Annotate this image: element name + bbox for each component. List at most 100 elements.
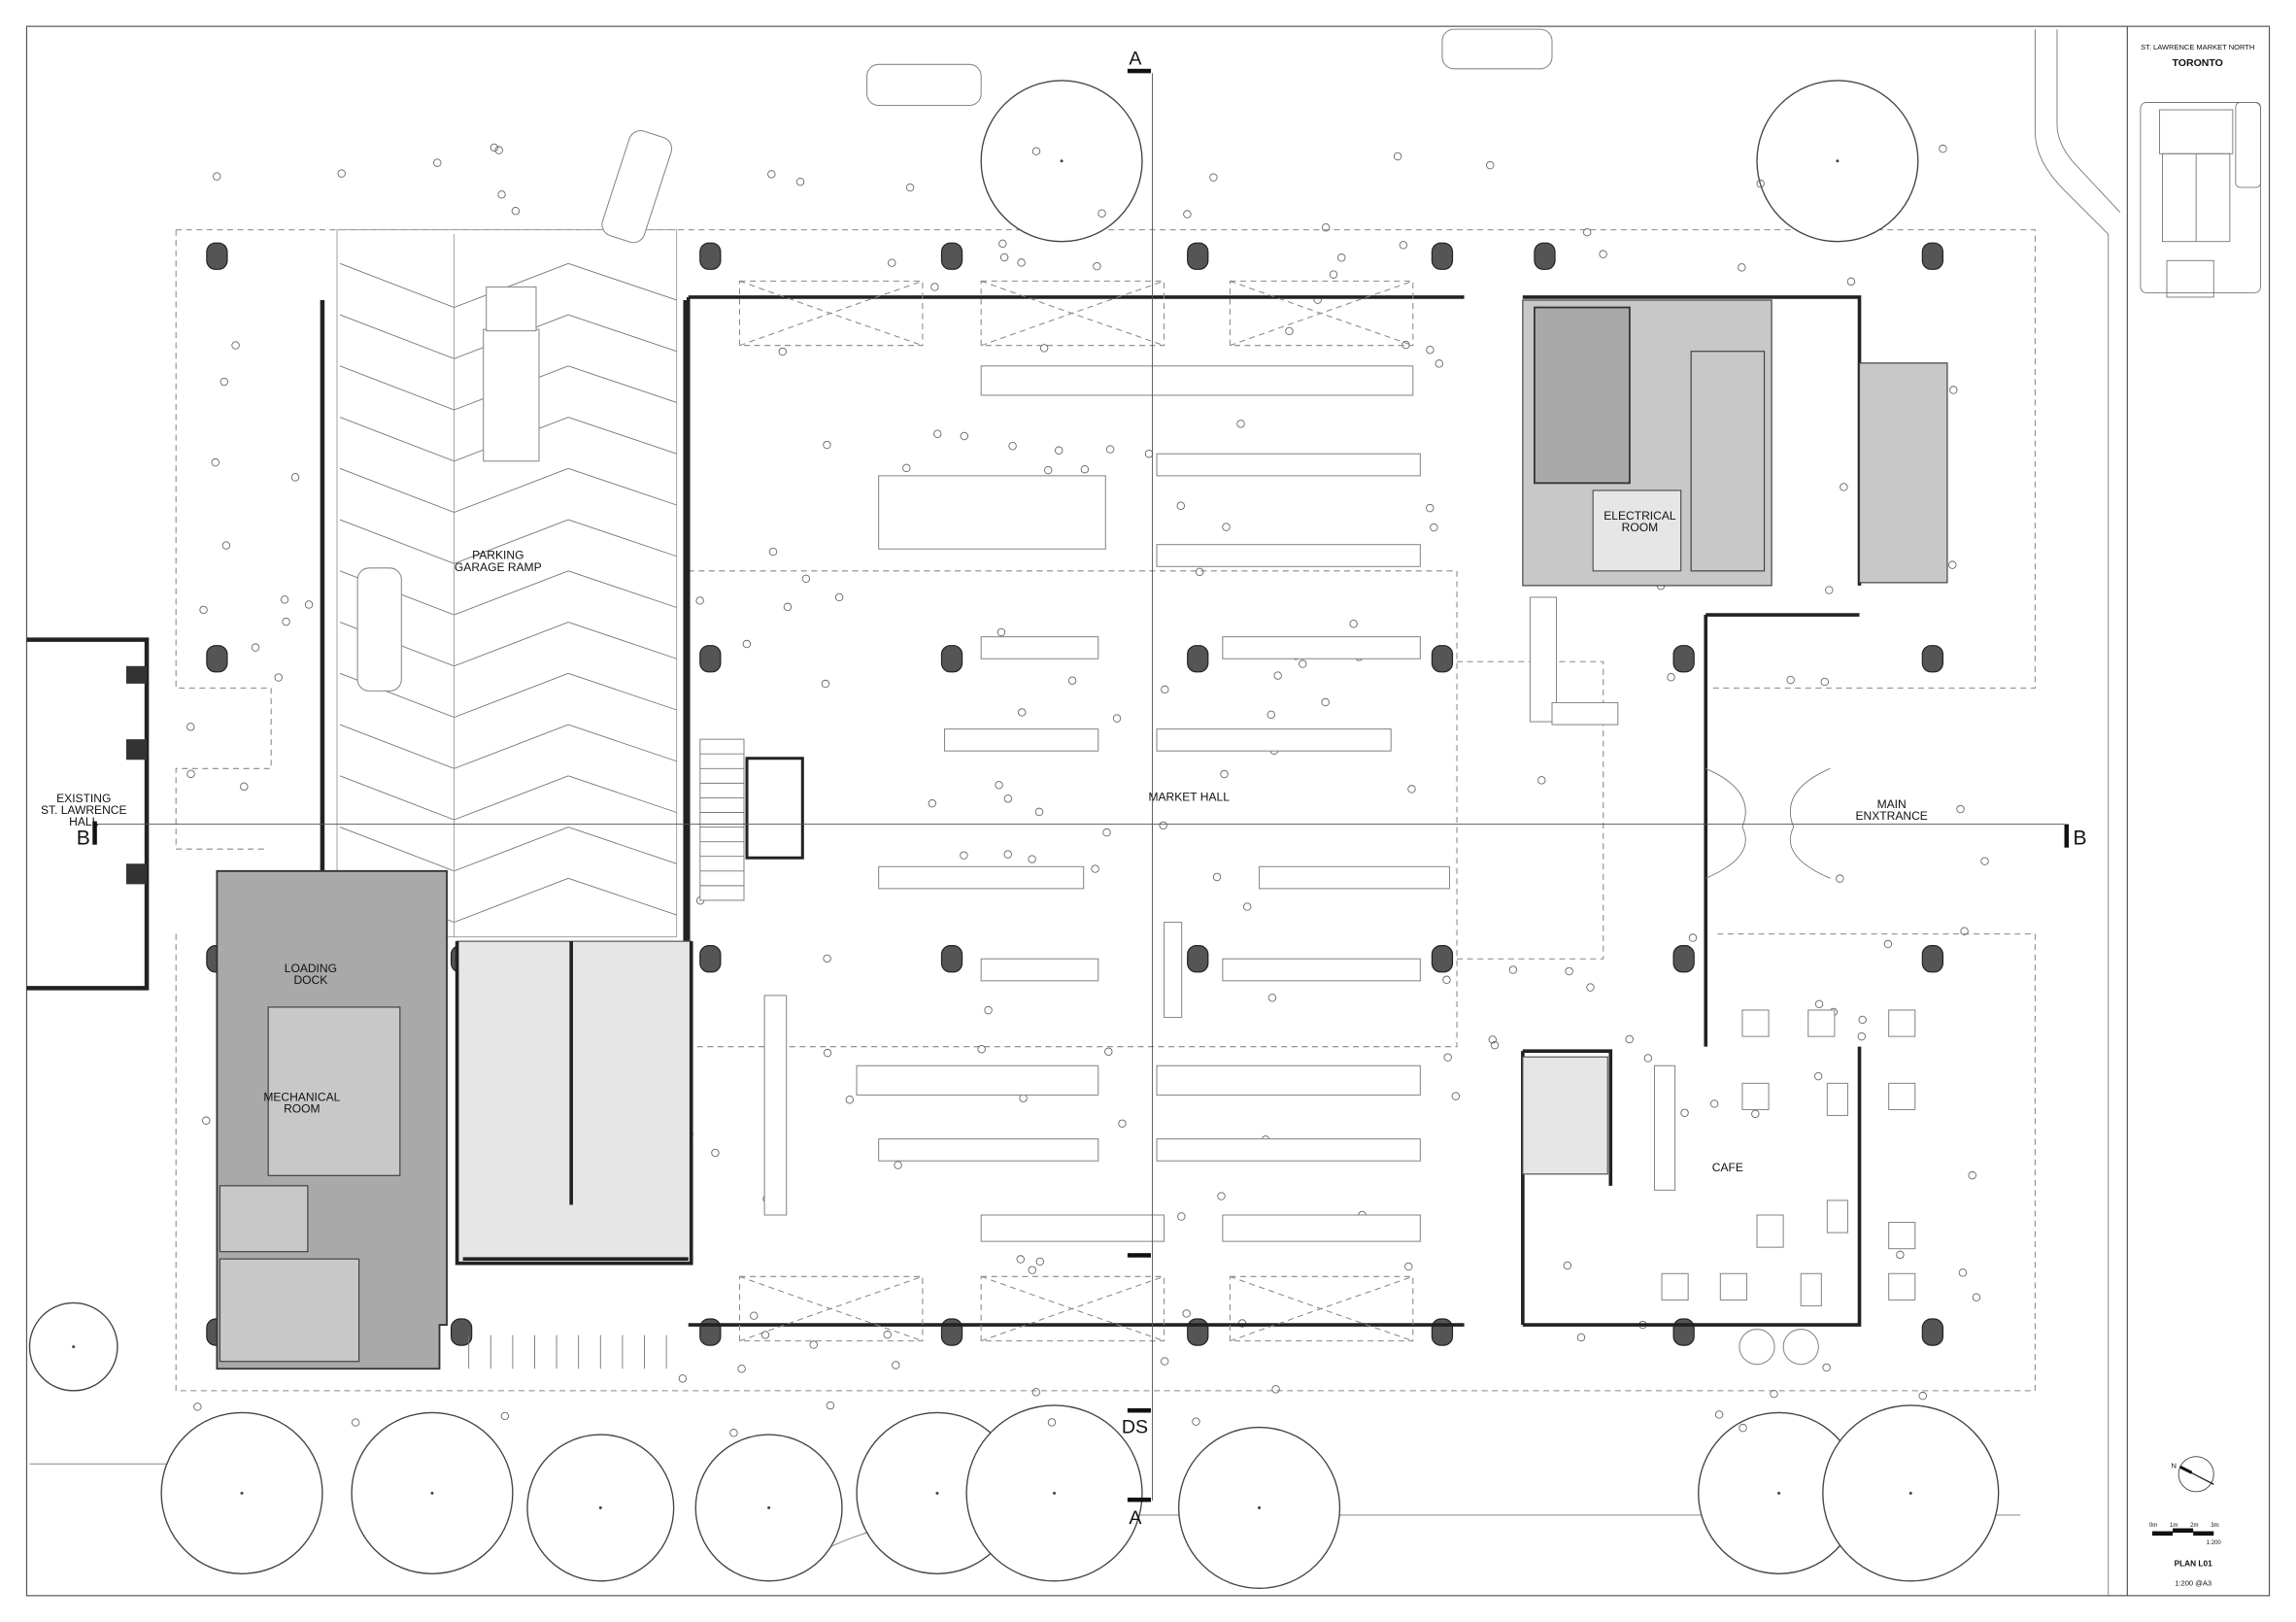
elevators bbox=[1858, 362, 1948, 584]
person-figure bbox=[977, 1045, 986, 1054]
person-figure bbox=[1407, 785, 1416, 794]
person-figure bbox=[1739, 1423, 1747, 1433]
person-figure bbox=[1195, 567, 1204, 577]
person-figure bbox=[240, 782, 249, 792]
person-figure bbox=[497, 190, 506, 199]
person-figure bbox=[1813, 1071, 1823, 1081]
person-figure bbox=[1329, 270, 1338, 279]
person-figure bbox=[433, 158, 442, 167]
person-figure bbox=[1217, 1192, 1226, 1200]
person-figure bbox=[199, 605, 208, 615]
section-b-left-label: B bbox=[77, 828, 90, 850]
parking-label-2: GARAGE RAMP bbox=[455, 560, 542, 574]
person-figure bbox=[1222, 523, 1231, 531]
person-figure bbox=[1836, 874, 1844, 883]
person-figure bbox=[778, 347, 788, 356]
person-figure bbox=[1582, 227, 1592, 237]
existing-hall-label-3: HALL bbox=[69, 815, 98, 828]
car bbox=[356, 567, 402, 692]
column bbox=[1431, 945, 1454, 973]
street-cars bbox=[601, 28, 1553, 244]
cafe: CAFE bbox=[1521, 1009, 1916, 1366]
scale-note: 1:200 bbox=[2207, 1540, 2222, 1546]
tree-trunk bbox=[1908, 1491, 1912, 1495]
tree-trunk bbox=[240, 1491, 244, 1495]
person-figure bbox=[500, 1411, 510, 1421]
main-entrance-label-2: ENXTRANCE bbox=[1856, 809, 1928, 823]
column bbox=[1921, 945, 1944, 973]
person-figure bbox=[1825, 586, 1834, 594]
person-figure bbox=[892, 1361, 900, 1369]
person-figure bbox=[1709, 1099, 1719, 1108]
tree-trunk bbox=[72, 1345, 76, 1349]
person-figure bbox=[742, 639, 752, 649]
column bbox=[450, 1318, 473, 1346]
section-b-right-label: B bbox=[2074, 828, 2087, 850]
person-figure bbox=[1034, 807, 1044, 817]
person-figure bbox=[1067, 676, 1077, 685]
market-hall-label: MARKET HALL bbox=[1148, 790, 1230, 803]
person-figure bbox=[960, 431, 969, 441]
person-figure bbox=[1576, 1333, 1586, 1342]
person-figure bbox=[711, 1148, 720, 1158]
person-figure bbox=[1488, 1035, 1498, 1044]
person-figure bbox=[1442, 975, 1451, 985]
scale-tick-2: 2m bbox=[2190, 1523, 2198, 1529]
service-stair bbox=[219, 1258, 360, 1363]
column bbox=[1431, 645, 1454, 673]
person-figure bbox=[1321, 223, 1331, 232]
person-figure bbox=[1960, 927, 1969, 935]
section-a-bottom-label: A bbox=[1129, 1507, 1142, 1529]
person-figure bbox=[1643, 1054, 1653, 1063]
person-figure bbox=[930, 283, 939, 291]
person-figure bbox=[221, 541, 231, 550]
person-figure bbox=[1031, 147, 1041, 155]
column bbox=[1672, 1318, 1695, 1346]
person-figure bbox=[960, 851, 968, 860]
person-figure bbox=[186, 723, 195, 731]
person-figure bbox=[1182, 1309, 1191, 1318]
person-figure bbox=[1599, 250, 1607, 258]
person-figure bbox=[1102, 828, 1111, 837]
cafe-label: CAFE bbox=[1712, 1161, 1743, 1174]
person-figure bbox=[1016, 1255, 1025, 1264]
person-figure bbox=[1393, 152, 1402, 161]
person-figure bbox=[251, 643, 260, 652]
column bbox=[699, 242, 722, 270]
person-figure bbox=[1947, 560, 1957, 569]
person-figure bbox=[1426, 503, 1435, 513]
person-figure bbox=[823, 954, 831, 963]
column bbox=[1431, 1318, 1454, 1346]
person-figure bbox=[883, 1330, 892, 1339]
person-figure bbox=[826, 1401, 835, 1410]
person-figure bbox=[1751, 1109, 1760, 1119]
column bbox=[940, 945, 963, 973]
person-figure bbox=[213, 172, 221, 181]
person-figure bbox=[1586, 983, 1595, 992]
column bbox=[699, 1318, 722, 1346]
person-figure bbox=[1242, 902, 1252, 911]
person-figure bbox=[1192, 1417, 1200, 1426]
stair bbox=[699, 738, 745, 901]
person-figure bbox=[933, 429, 942, 438]
person-figure bbox=[1054, 446, 1064, 455]
mechanical-label-2: ROOM bbox=[284, 1101, 320, 1115]
person-figure bbox=[888, 258, 896, 267]
person-figure bbox=[821, 679, 830, 689]
person-figure bbox=[783, 602, 793, 612]
person-figure bbox=[1160, 1357, 1169, 1366]
person-figure bbox=[1220, 769, 1229, 779]
person-figure bbox=[795, 177, 805, 186]
city-name: TORONTO bbox=[2172, 57, 2222, 69]
person-figure bbox=[1093, 261, 1101, 271]
person-figure bbox=[1822, 1363, 1831, 1372]
column bbox=[1431, 242, 1454, 270]
column bbox=[1187, 945, 1209, 973]
person-figure bbox=[1814, 999, 1824, 1009]
person-figure bbox=[1003, 794, 1013, 803]
sheet-border bbox=[25, 25, 2271, 1597]
person-figure bbox=[834, 592, 844, 602]
person-figure bbox=[1451, 1092, 1461, 1100]
person-figure bbox=[1080, 464, 1090, 474]
